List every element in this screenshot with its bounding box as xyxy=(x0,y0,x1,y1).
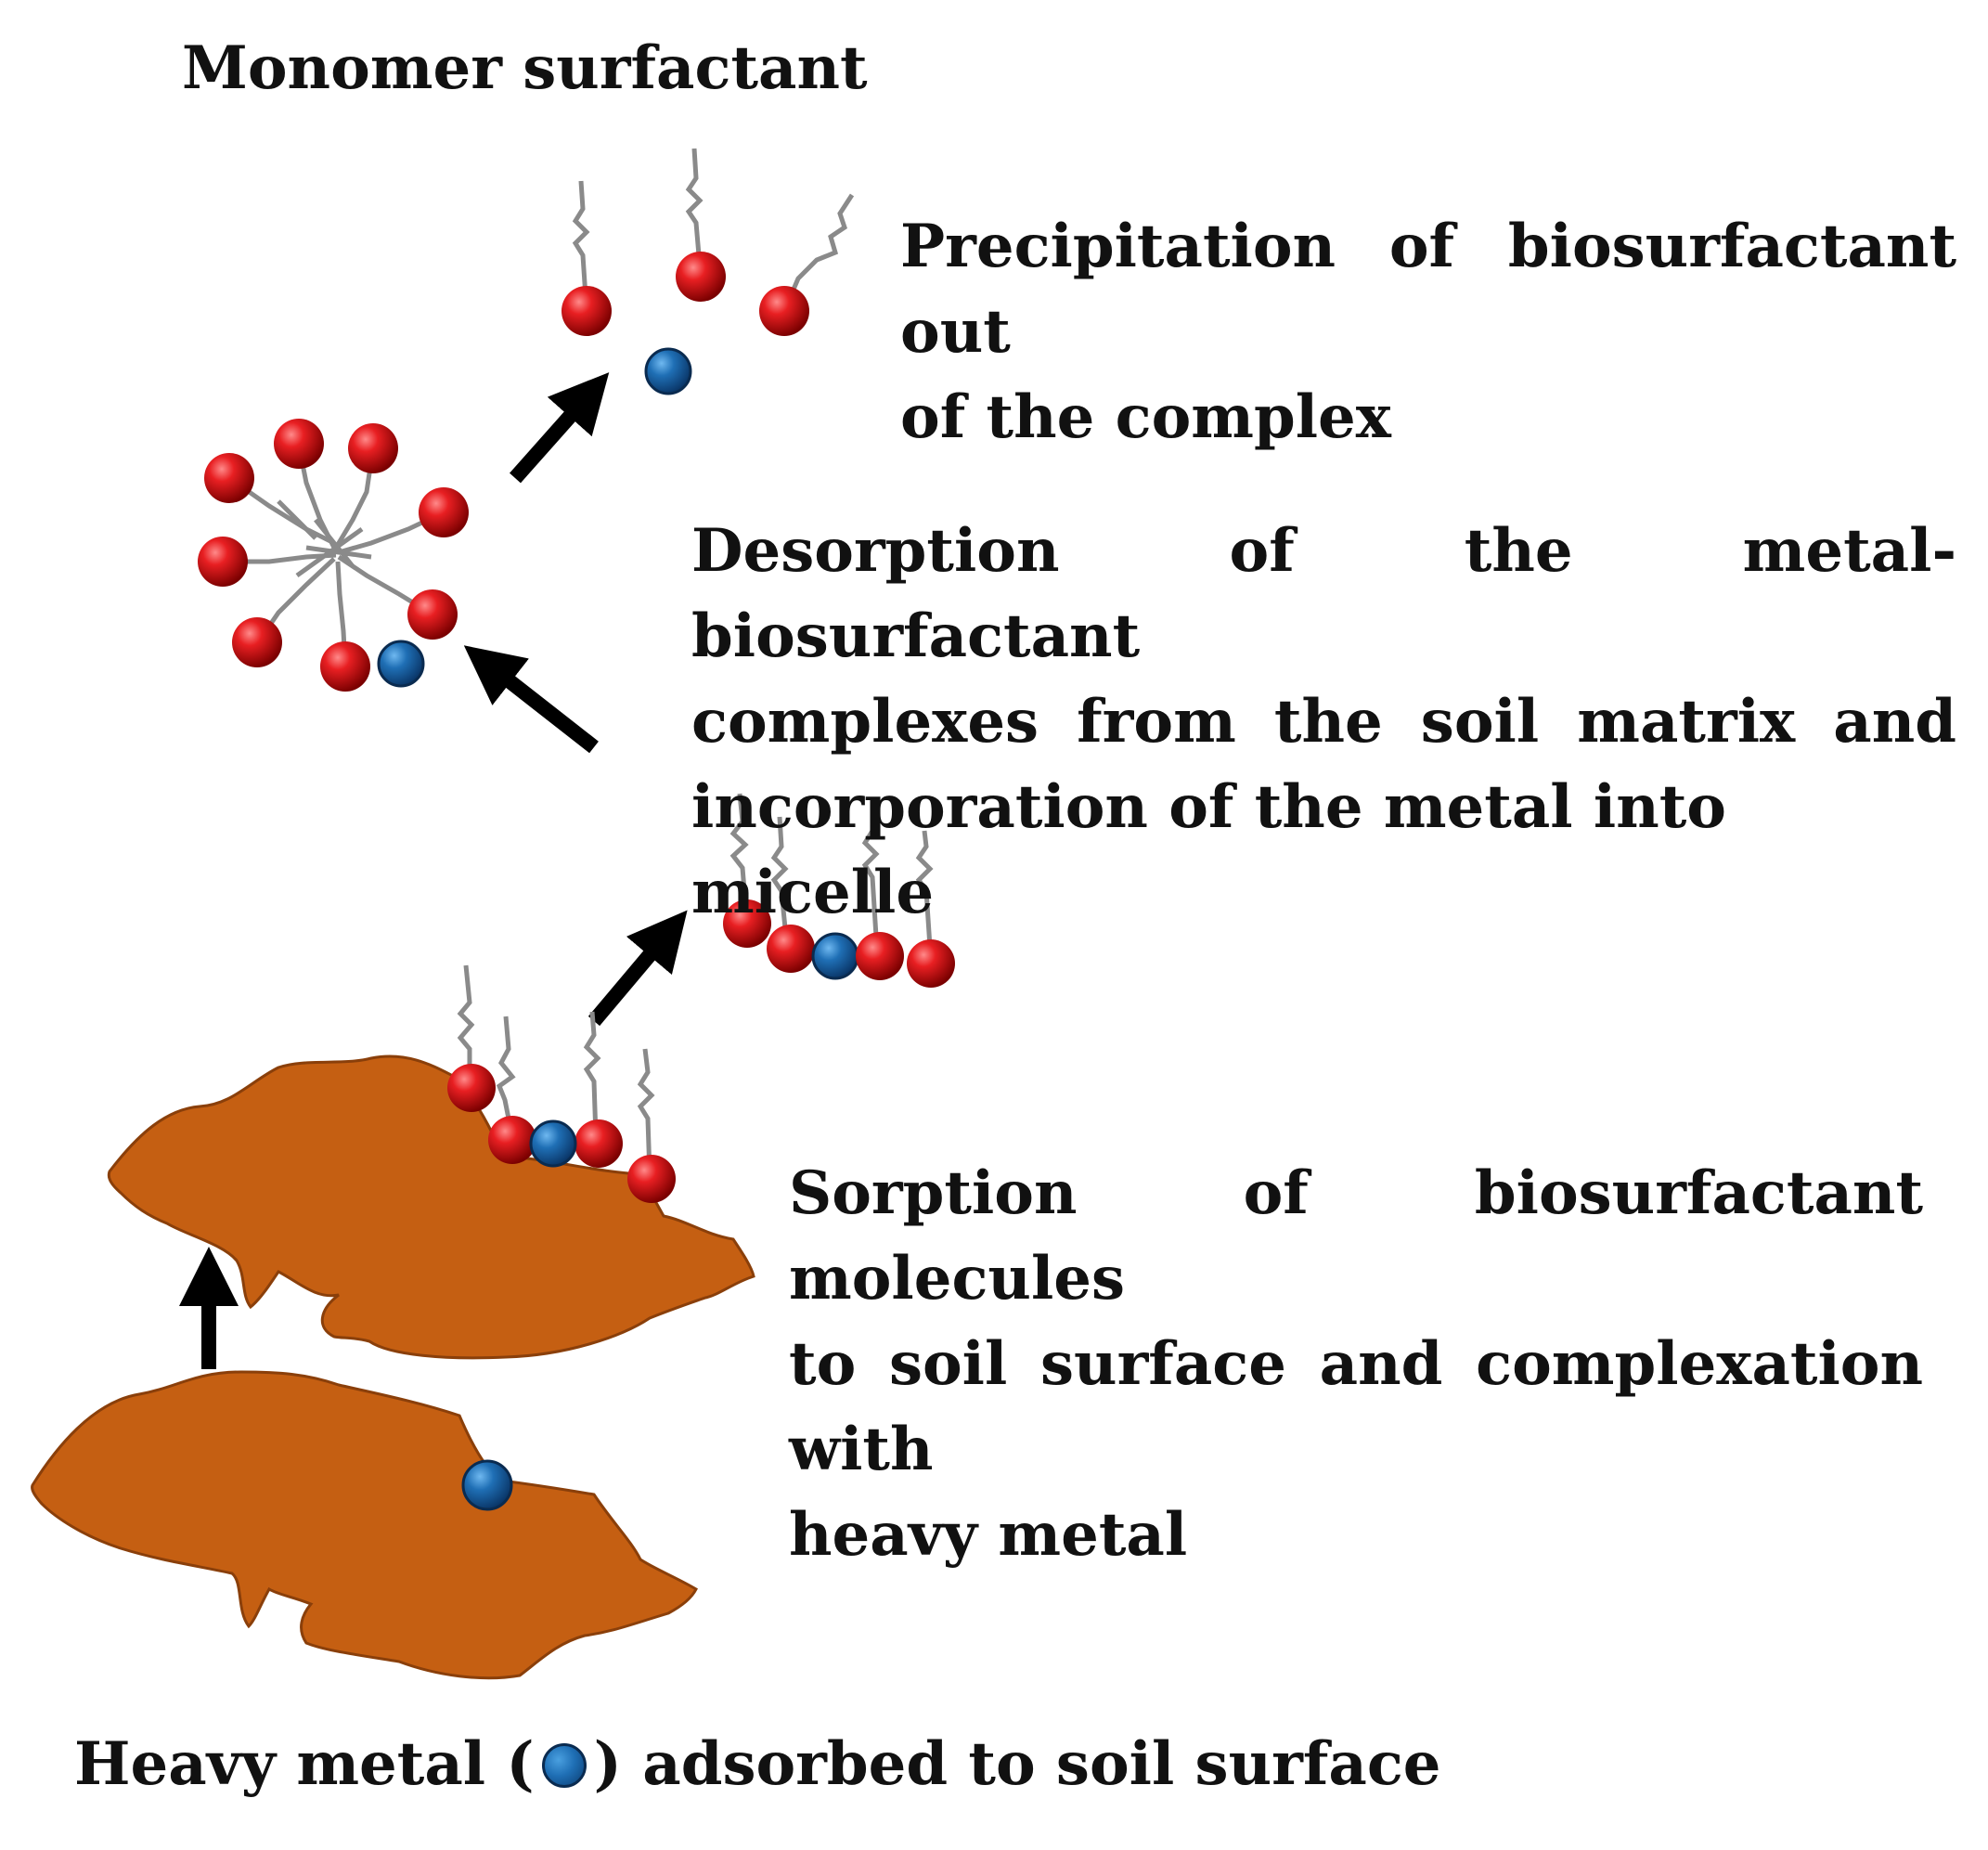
heavy-metal-label: Heavy metal ( ) adsorbed to soil surface xyxy=(74,1722,1441,1807)
surfactant-head xyxy=(407,589,458,640)
precipitation-label: Precipitation of biosurfactant out of th… xyxy=(900,204,1956,460)
heavy-metal-label-suffix: ) adsorbed to soil surface xyxy=(593,1729,1441,1799)
desorption-line-2: complexes from the soil matrix and xyxy=(691,687,1956,757)
sorption-line-3: heavy metal xyxy=(789,1500,1188,1570)
heavy-metal-ion xyxy=(811,932,859,980)
surfactant-head xyxy=(348,423,398,473)
surfactant-tails-desorbed xyxy=(729,793,934,962)
arrow-to-precipitation xyxy=(510,372,610,484)
soil-particle-upper xyxy=(107,1054,755,1360)
heavy-metal-ion xyxy=(377,640,425,688)
sorption-label: Sorption of biosurfactant molecules to s… xyxy=(789,1151,1923,1578)
surfactant-head xyxy=(574,1119,623,1168)
surfactant-head xyxy=(488,1116,536,1164)
surfactant-head xyxy=(419,487,469,537)
surfactant-head xyxy=(856,932,904,980)
monomer-tails xyxy=(572,148,855,312)
arrow-to-desorbed-complex xyxy=(587,910,688,1027)
heavy-metal-ion xyxy=(461,1459,513,1511)
desorption-line-3: incorporation of the metal into micelle xyxy=(691,772,1726,927)
arrow-to-micelle xyxy=(463,645,599,754)
surfactant-head xyxy=(204,453,254,503)
surfactant-head xyxy=(232,617,282,667)
sorption-line-1: Sorption of biosurfactant molecules xyxy=(789,1158,1923,1313)
surfactant-head xyxy=(907,939,955,988)
surfactant-head xyxy=(723,899,771,948)
desorption-label: Desorption of the metal-biosurfactant co… xyxy=(691,509,1956,936)
monomer-surfactant-label: Monomer surfactant xyxy=(182,33,868,103)
surfactant-head xyxy=(274,419,324,469)
surfactant-head xyxy=(676,252,726,302)
desorption-line-1: Desorption of the metal-biosurfactant xyxy=(691,516,1956,671)
surfactant-head xyxy=(447,1064,496,1112)
precipitation-line-2: of the complex xyxy=(900,382,1391,452)
heavy-metal-label-prefix: Heavy metal ( xyxy=(74,1729,535,1799)
surfactant-head xyxy=(320,641,370,692)
surfactant-head xyxy=(627,1155,676,1203)
surfactant-head xyxy=(198,537,248,587)
surfactant-head xyxy=(767,925,815,973)
surfactant-head xyxy=(562,286,612,336)
soil-particle-lower xyxy=(31,1370,698,1680)
sorption-line-2: to soil surface and complexation with xyxy=(789,1329,1923,1484)
heavy-metal-ion xyxy=(644,347,692,395)
precipitation-line-1: Precipitation of biosurfactant out xyxy=(900,212,1956,367)
surfactant-head xyxy=(759,286,809,336)
surfactant-tails-soil xyxy=(457,964,655,1175)
heavy-metal-legend-icon xyxy=(541,1743,587,1788)
heavy-metal-ion xyxy=(529,1119,577,1168)
